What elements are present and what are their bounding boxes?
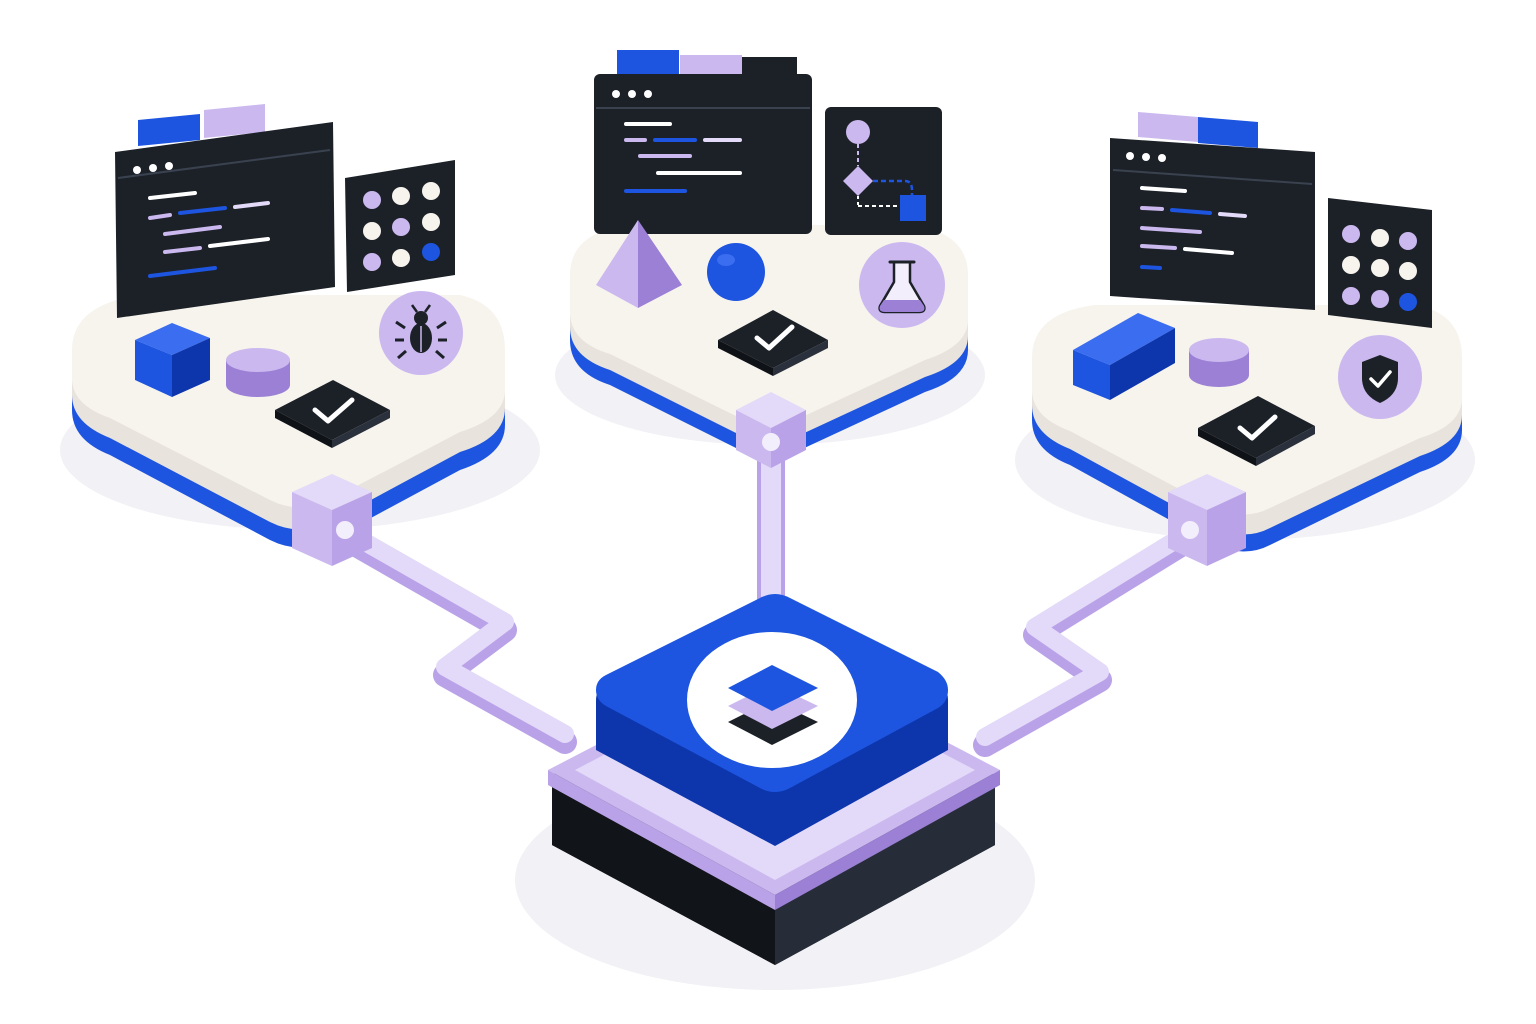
pyramid-center [596, 220, 682, 308]
layers-icon [687, 632, 857, 768]
code-window-left [115, 104, 335, 318]
flask-icon [878, 260, 926, 314]
cylinder-right [1189, 338, 1249, 387]
code-window-right [1110, 112, 1315, 310]
central-hub [515, 594, 1035, 990]
connector-node-center [736, 392, 806, 468]
code-window-center [594, 50, 812, 234]
connector-node-right [1168, 474, 1246, 566]
connector-center-to-hub [757, 440, 785, 610]
bug-icon-badge [379, 291, 463, 375]
check-tile-left [275, 380, 390, 448]
flask-icon-badge [859, 242, 945, 328]
flowchart-panel [825, 107, 942, 235]
shield-check-icon [1362, 355, 1398, 403]
sphere-center [707, 243, 765, 301]
connector-node-left [292, 474, 372, 566]
shield-check-icon-badge [1338, 335, 1422, 419]
check-tile-right [1198, 396, 1315, 466]
connector-left-to-hub [318, 513, 577, 754]
cube-left [135, 323, 210, 397]
bug-icon [395, 304, 447, 360]
connector-right-to-hub [973, 513, 1217, 757]
dots-grid-panel-right [1328, 198, 1432, 328]
check-tile-center [718, 310, 828, 376]
cuboid-right [1073, 313, 1175, 400]
dots-grid-panel-left [345, 160, 455, 292]
cylinder-left [226, 348, 290, 397]
